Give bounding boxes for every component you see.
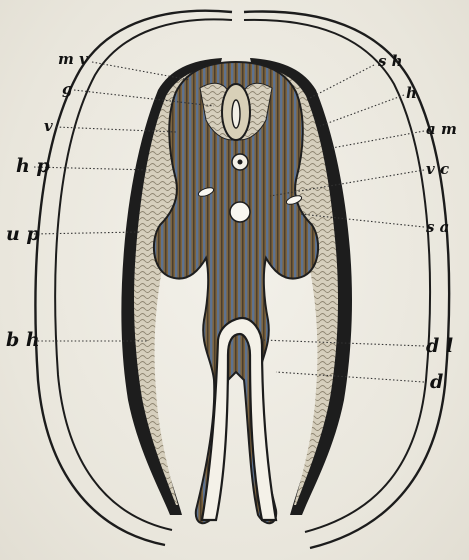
- label-up: u p: [6, 223, 40, 245]
- label-bh: b h: [6, 329, 40, 351]
- label-h: h: [406, 84, 417, 102]
- label-sa: s a: [426, 218, 449, 236]
- label-d: d: [430, 371, 443, 393]
- label-mv: m v: [58, 50, 88, 68]
- label-am: a m: [426, 120, 457, 138]
- label-hp: h p: [16, 155, 50, 177]
- label-vc: v c: [426, 160, 449, 178]
- label-v: v: [44, 117, 53, 135]
- label-g: g: [62, 80, 73, 98]
- label-dl: d l: [426, 335, 453, 357]
- label-sh: s h: [378, 52, 403, 70]
